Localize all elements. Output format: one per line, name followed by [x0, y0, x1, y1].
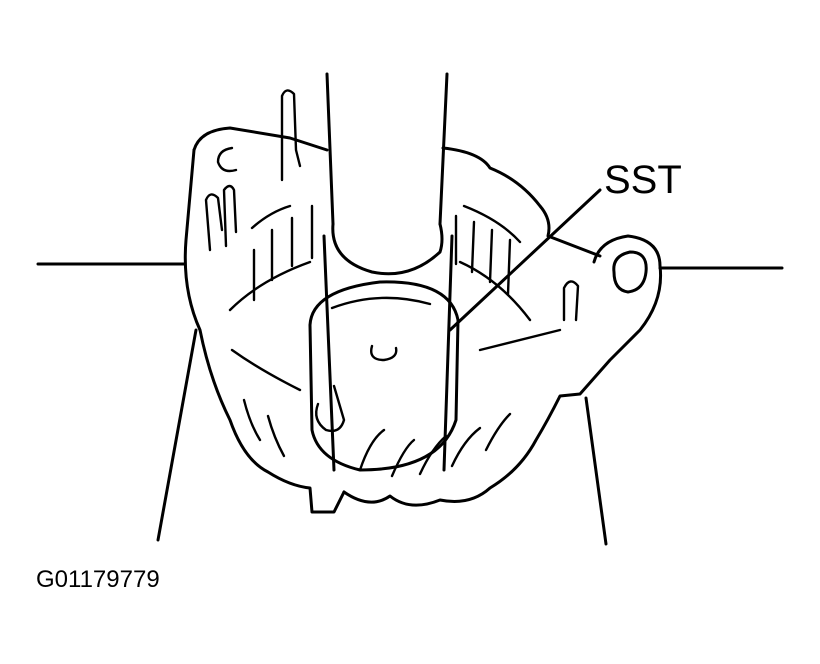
front-tab	[315, 384, 346, 433]
sst-left-edge	[322, 234, 336, 472]
stud-left-1	[204, 193, 224, 252]
sst-callout-label: SST	[604, 158, 682, 202]
tooth	[390, 438, 416, 478]
housing-top-left	[192, 126, 329, 152]
shaft-left-edge	[325, 72, 335, 226]
tooth	[266, 414, 286, 458]
housing-left-outline	[183, 148, 346, 514]
sst-leader-line	[448, 188, 602, 332]
housing-right-outline	[342, 234, 663, 507]
housing-top-right	[441, 146, 602, 258]
stud-left-2	[222, 184, 238, 248]
mount-hole-left	[216, 146, 238, 173]
sst-center-mark	[370, 344, 398, 362]
mount-hole-right	[612, 250, 648, 294]
inner-line	[230, 348, 302, 392]
tooth	[450, 426, 482, 468]
left-leg-line	[156, 328, 198, 542]
tooth	[242, 398, 262, 442]
fin	[470, 220, 476, 274]
figure-id: G01179779	[36, 566, 160, 593]
sst-rim	[330, 296, 432, 310]
tooth	[358, 428, 386, 472]
right-leg-line	[584, 396, 608, 546]
fin	[506, 238, 512, 296]
stud-right	[562, 280, 580, 322]
tooth	[484, 412, 512, 452]
sst-body	[308, 280, 460, 472]
fin-curve	[250, 204, 292, 230]
inner-rim-left	[228, 260, 312, 312]
fin	[488, 228, 494, 284]
fin-curve	[462, 204, 522, 244]
sst-right-edge	[442, 234, 454, 472]
stud-top	[280, 89, 302, 182]
inner-line	[478, 328, 562, 352]
shaft-bottom-curve	[331, 222, 444, 276]
tooth	[418, 434, 448, 476]
